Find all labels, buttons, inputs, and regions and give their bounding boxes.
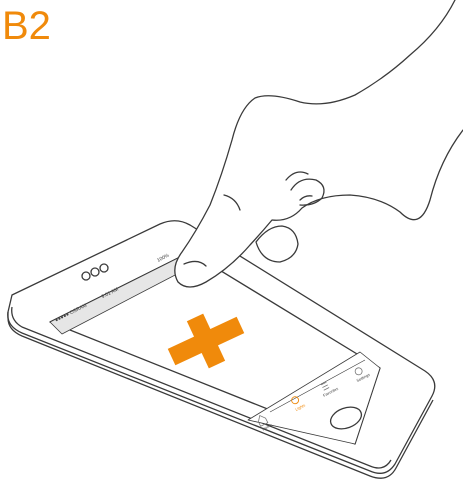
pointing-hand <box>175 0 463 287</box>
